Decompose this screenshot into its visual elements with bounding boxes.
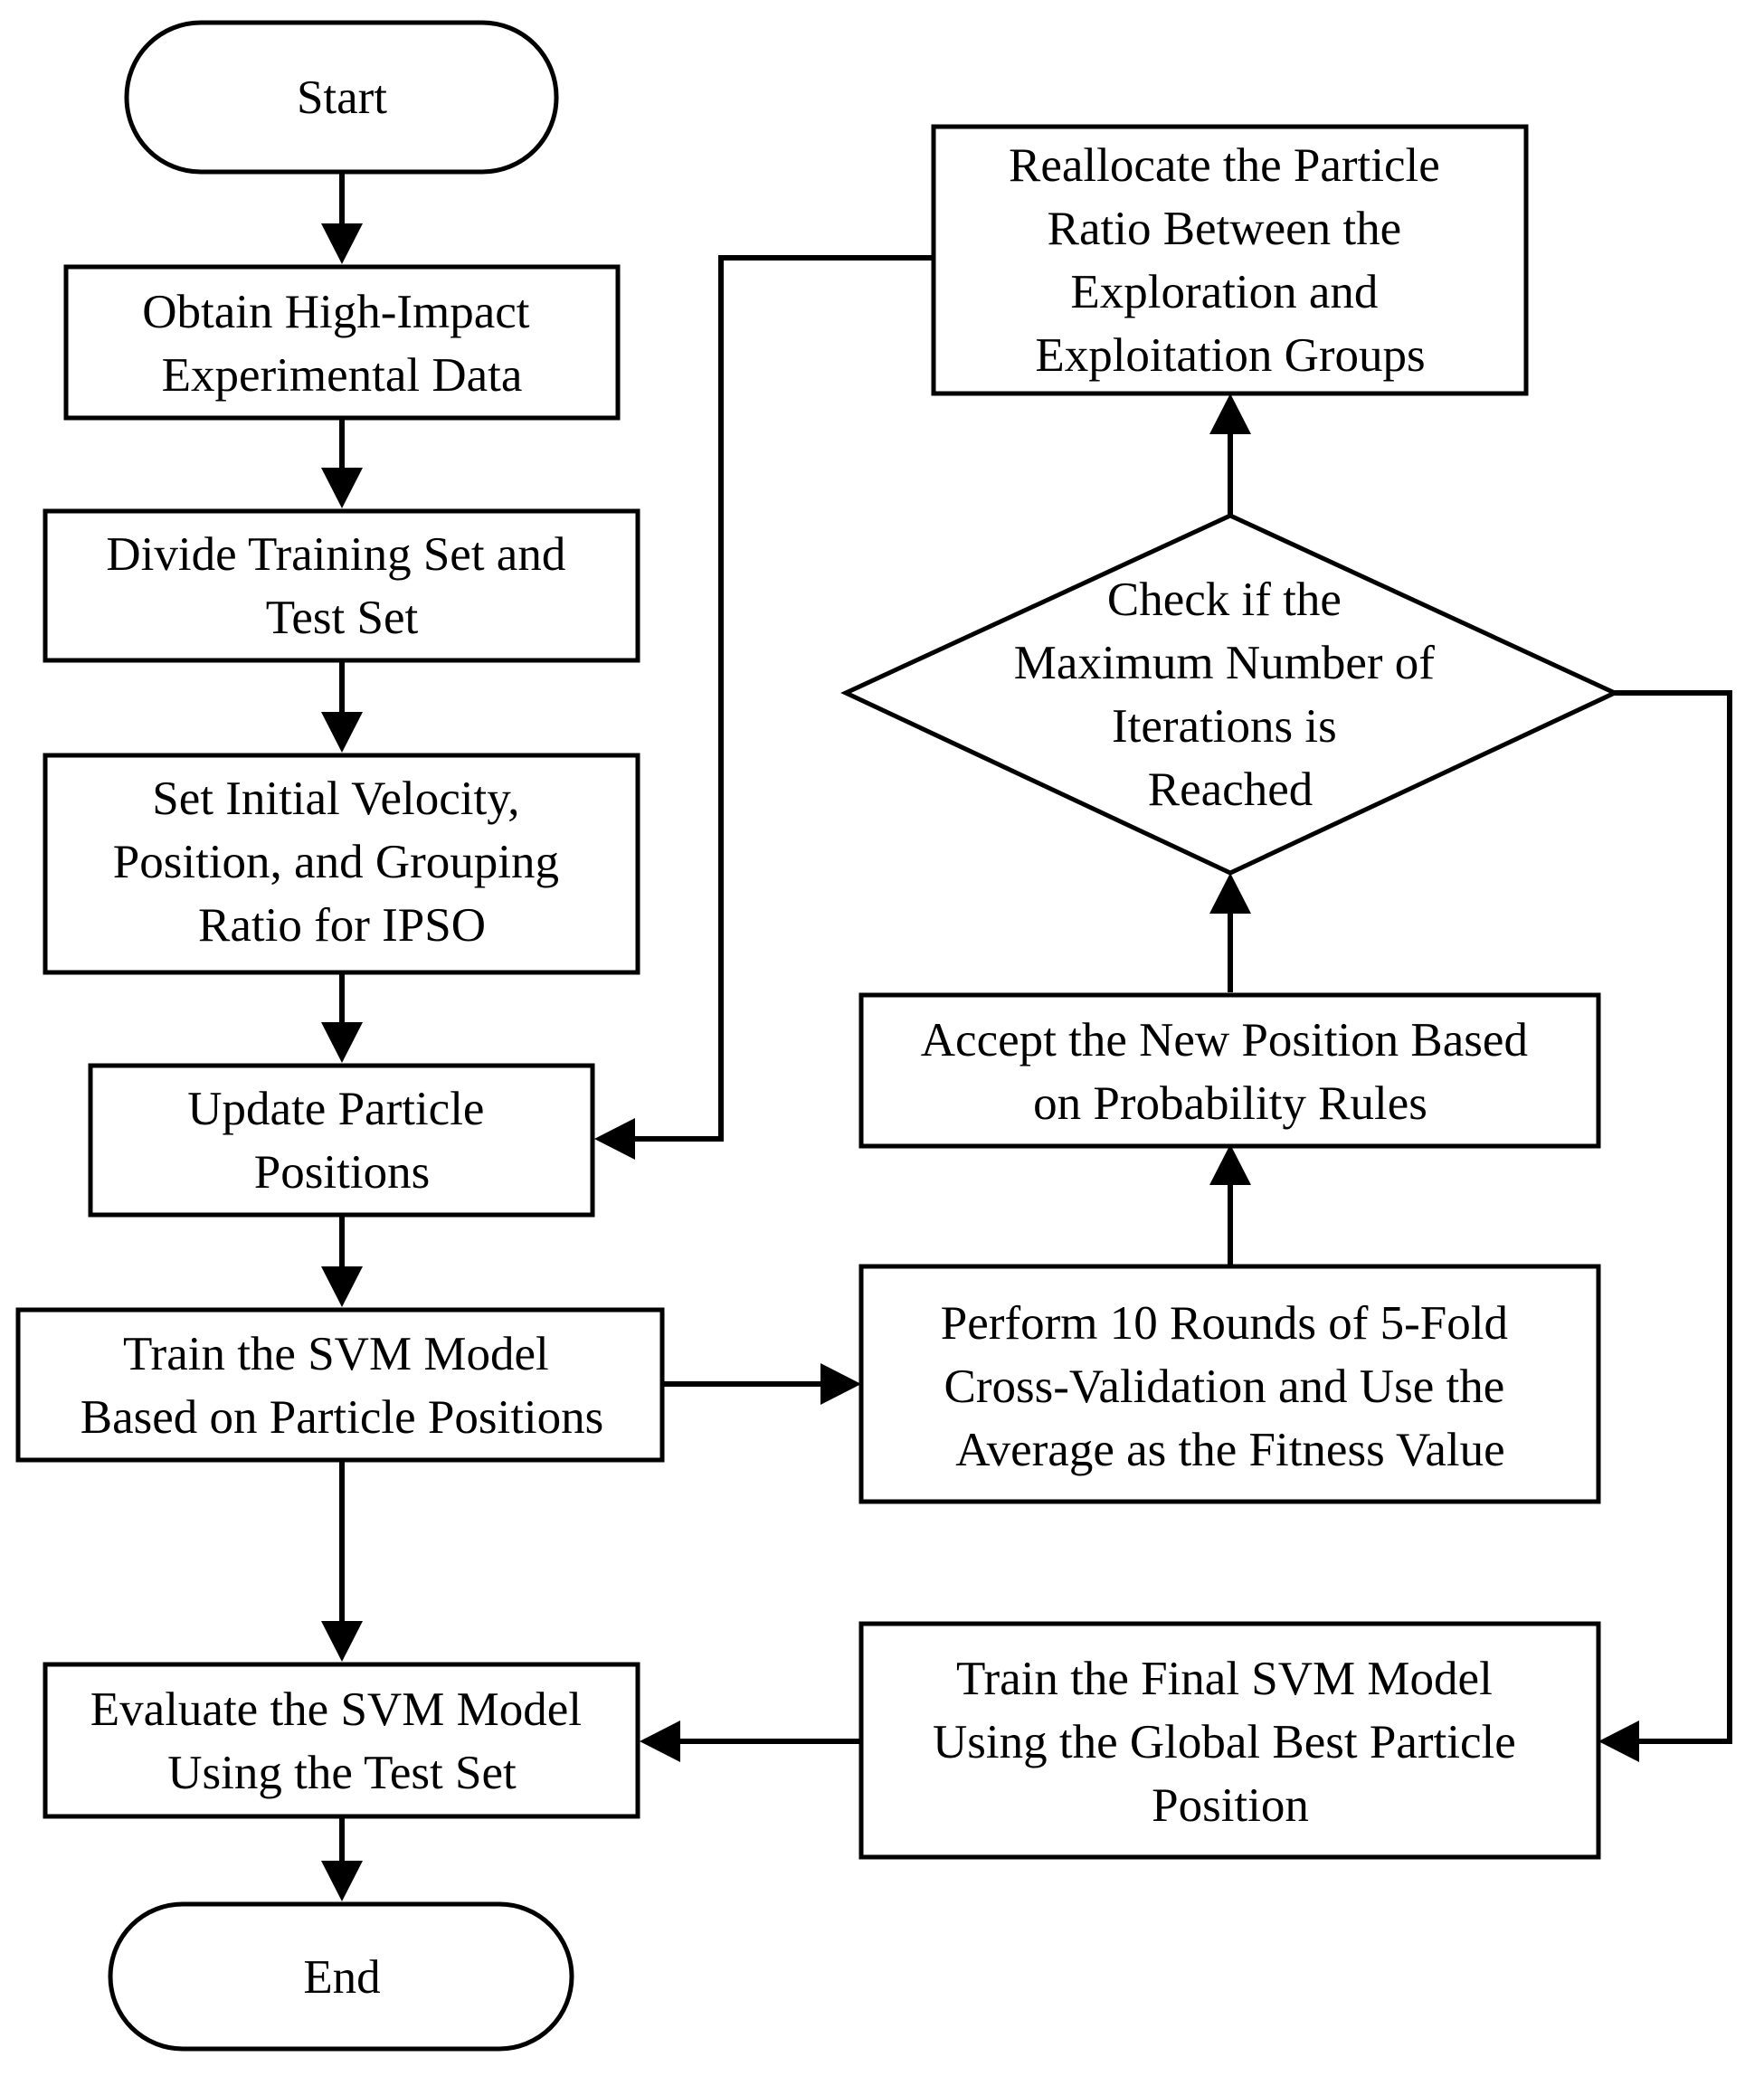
- node-perform-line-1: Perform 10 Rounds of 5-Fold: [941, 1297, 1508, 1350]
- node-check-line-2: Maximum Number of: [1014, 637, 1435, 689]
- node-check-text: Check if the Maximum Number of Iteration…: [1014, 574, 1446, 816]
- node-set-initial-text: Set Initial Velocity, Position, and Grou…: [113, 773, 571, 952]
- node-set-initial-line-1: Set Initial Velocity,: [152, 773, 519, 825]
- arrowhead-check: [1209, 873, 1251, 914]
- node-reallocate: Reallocate the Particle Ratio Between th…: [931, 124, 1529, 396]
- node-update-line-2: Positions: [254, 1146, 430, 1199]
- terminator-start: [124, 20, 559, 175]
- arrowhead-evaluate: [321, 1621, 363, 1662]
- node-train-line-1: Train the SVM Model: [123, 1328, 549, 1380]
- node-accept-text: Accept the New Position Based on Probabi…: [921, 1014, 1540, 1130]
- arrowhead-update: [321, 1022, 363, 1063]
- node-final-line-1: Train the Final SVM Model: [956, 1653, 1493, 1705]
- node-start-text: Start: [297, 71, 387, 124]
- node-start: Start: [124, 20, 559, 175]
- node-update-text: Update Particle Positions: [187, 1083, 496, 1199]
- process-train: [15, 1307, 665, 1463]
- process-final: [858, 1621, 1601, 1860]
- node-train-line-2: Based on Particle Positions: [81, 1391, 604, 1444]
- node-divide-line-2: Test Set: [266, 592, 419, 644]
- node-check: Check if the Maximum Number of Iteration…: [840, 513, 1620, 876]
- edge-check-final: [1615, 690, 1732, 1744]
- arrowhead-accept: [1209, 1144, 1251, 1185]
- node-perform-line-2: Cross-Validation and Use the: [944, 1360, 1505, 1413]
- process-evaluate: [43, 1662, 640, 1819]
- node-final: Train the Final SVM Model Using the Glob…: [858, 1621, 1601, 1860]
- process-set-initial: [43, 753, 640, 975]
- edges: [321, 172, 1732, 1901]
- process-obtain: [63, 264, 621, 421]
- node-perform: Perform 10 Rounds of 5-Fold Cross-Valida…: [858, 1264, 1601, 1504]
- arrowhead-update-loop: [594, 1118, 635, 1160]
- node-reallocate-text: Reallocate the Particle Ratio Between th…: [1009, 139, 1452, 382]
- node-perform-text: Perform 10 Rounds of 5-Fold Cross-Valida…: [941, 1297, 1520, 1476]
- node-check-line-4: Reached: [1148, 763, 1313, 816]
- node-evaluate-line-2: Using the Test Set: [167, 1747, 517, 1799]
- process-divide: [43, 508, 640, 663]
- node-train-text: Train the SVM Model Based on Particle Po…: [81, 1328, 604, 1444]
- node-divide: Divide Training Set and Test Set: [43, 508, 640, 663]
- node-end: End: [108, 1901, 574, 2052]
- node-obtain-line-1: Obtain High-Impact: [142, 286, 530, 338]
- process-accept: [858, 992, 1601, 1149]
- node-evaluate-line-1: Evaluate the SVM Model: [90, 1683, 582, 1736]
- node-final-line-2: Using the Global Best Particle: [933, 1716, 1516, 1768]
- node-evaluate-text: Evaluate the SVM Model Using the Test Se…: [90, 1683, 593, 1799]
- node-update: Update Particle Positions: [88, 1063, 595, 1218]
- node-update-line-1: Update Particle: [187, 1083, 484, 1135]
- process-reallocate: [931, 124, 1529, 396]
- arrowhead-reallocate: [1209, 393, 1251, 434]
- process-update: [88, 1063, 595, 1218]
- node-final-text: Train the Final SVM Model Using the Glob…: [933, 1653, 1528, 1832]
- node-evaluate: Evaluate the SVM Model Using the Test Se…: [43, 1662, 640, 1819]
- arrowhead-evaluate-final: [640, 1721, 680, 1762]
- arrowhead-train: [321, 1266, 363, 1307]
- edge-reallocate-update: [631, 255, 934, 1142]
- node-end-text: End: [303, 1951, 380, 2004]
- decision-check: [840, 513, 1620, 876]
- arrowhead-divide: [321, 468, 363, 508]
- arrowhead-final: [1598, 1721, 1639, 1762]
- process-perform: [858, 1264, 1601, 1504]
- node-obtain-text: Obtain High-Impact Experimental Data: [142, 286, 542, 402]
- node-reallocate-line-2: Ratio Between the: [1048, 203, 1402, 255]
- node-end-line-1: End: [303, 1951, 380, 2004]
- node-divide-text: Divide Training Set and Test Set: [106, 528, 577, 644]
- arrowhead-setinitial: [321, 712, 363, 753]
- node-reallocate-line-4: Exploitation Groups: [1035, 329, 1425, 382]
- terminator-end: [108, 1901, 574, 2052]
- node-train: Train the SVM Model Based on Particle Po…: [15, 1307, 665, 1463]
- node-set-initial-line-2: Position, and Grouping: [113, 836, 559, 888]
- node-accept-line-1: Accept the New Position Based: [921, 1014, 1528, 1066]
- node-accept: Accept the New Position Based on Probabi…: [858, 992, 1601, 1149]
- node-reallocate-line-3: Exploration and: [1070, 266, 1378, 318]
- node-reallocate-line-1: Reallocate the Particle: [1009, 139, 1440, 192]
- arrowhead-perform: [820, 1363, 861, 1405]
- node-check-line-3: Iterations is: [1112, 700, 1337, 753]
- arrowhead-obtain: [321, 223, 363, 264]
- node-accept-line-2: on Probability Rules: [1033, 1077, 1427, 1130]
- node-perform-line-3: Average as the Fitness Value: [955, 1424, 1504, 1476]
- arrowhead-end: [321, 1861, 363, 1901]
- node-check-line-1: Check if the: [1107, 574, 1342, 626]
- node-obtain: Obtain High-Impact Experimental Data: [63, 264, 621, 421]
- node-start-line-1: Start: [297, 71, 387, 124]
- node-set-initial: Set Initial Velocity, Position, and Grou…: [43, 753, 640, 975]
- node-obtain-line-2: Experimental Data: [162, 349, 523, 402]
- node-final-line-3: Position: [1152, 1779, 1309, 1832]
- node-set-initial-line-3: Ratio for IPSO: [198, 899, 486, 952]
- node-divide-line-1: Divide Training Set and: [106, 528, 565, 581]
